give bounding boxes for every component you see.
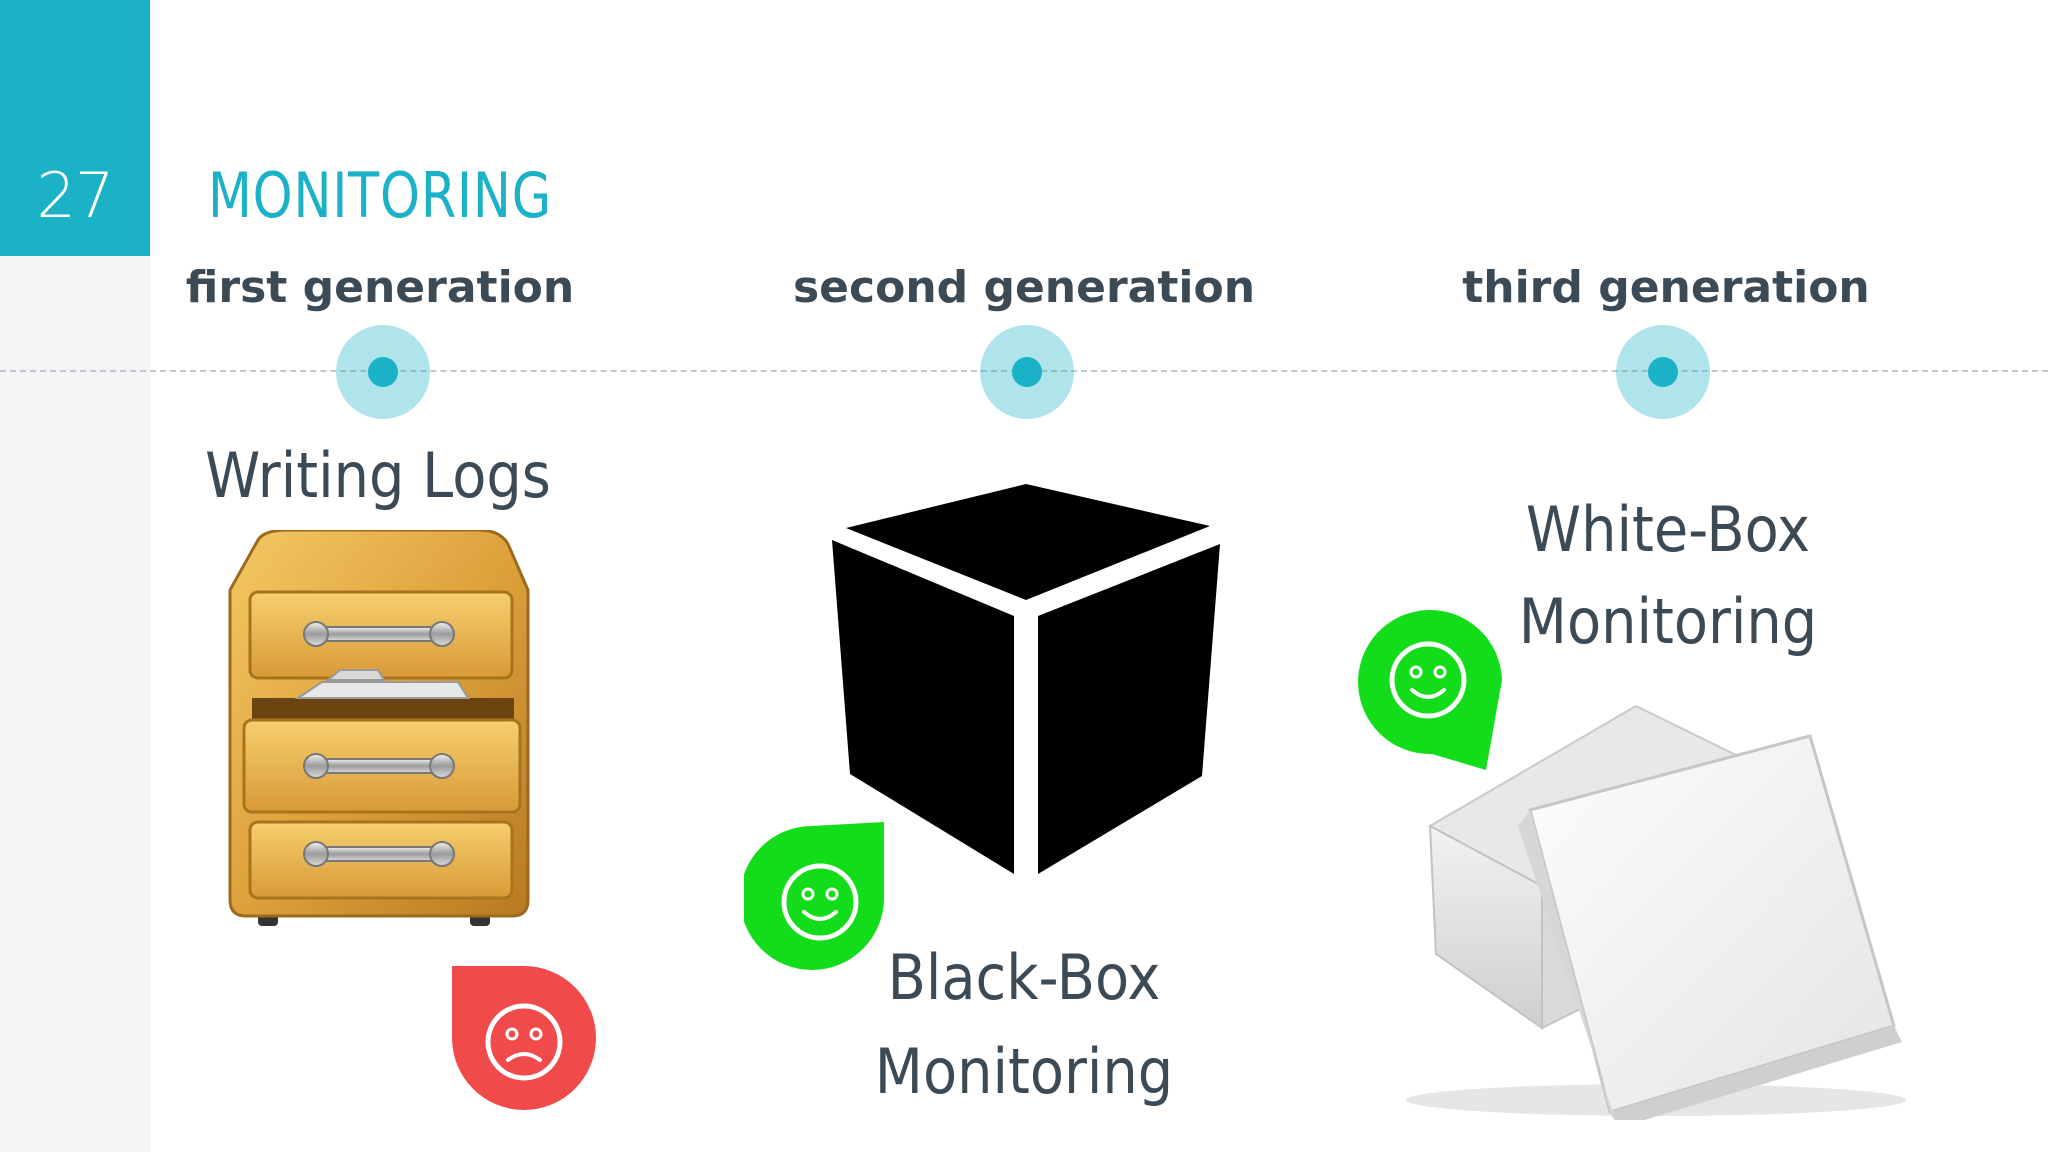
- timeline-dot-second: [980, 325, 1074, 419]
- timeline-dot-third: [1616, 325, 1710, 419]
- slide-title: MONITORING: [208, 159, 552, 232]
- filing-cabinet-icon: [228, 530, 530, 926]
- first-generation-heading: first generation: [185, 262, 575, 313]
- third-generation-heading: third generation: [1462, 262, 1870, 313]
- sad-face-marker-icon: [452, 966, 596, 1110]
- black-cube-icon: [832, 484, 1220, 874]
- second-generation-heading: second generation: [792, 262, 1256, 313]
- happy-face-marker-icon-third: [1358, 610, 1502, 770]
- writing-logs-label: Writing Logs: [205, 439, 551, 512]
- slide-number-box: [0, 0, 150, 256]
- slide-number: 27: [36, 159, 115, 232]
- white-box-label-line2: Monitoring: [1518, 585, 1818, 658]
- white-gift-box-icon: [1406, 704, 1906, 1120]
- timeline-dot-first: [336, 325, 430, 419]
- black-box-label-line2: Monitoring: [874, 1035, 1174, 1108]
- black-box-label-line1: Black-Box: [887, 941, 1161, 1014]
- happy-face-marker-icon-second: [744, 822, 884, 970]
- white-box-label-line1: White-Box: [1525, 493, 1811, 566]
